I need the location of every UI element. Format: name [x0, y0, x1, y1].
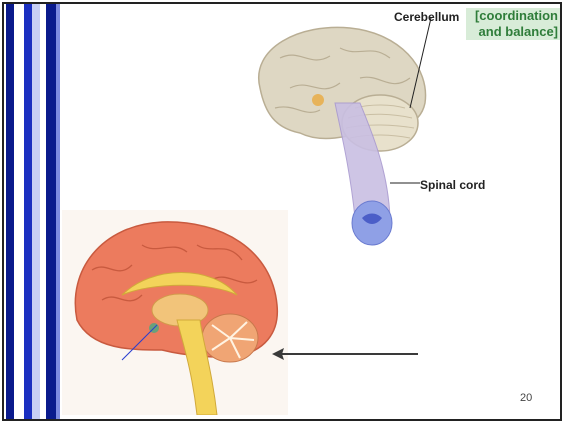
- slide: Cerebellum [coordination and balance] Sp…: [0, 0, 564, 423]
- slide-border: [2, 2, 562, 421]
